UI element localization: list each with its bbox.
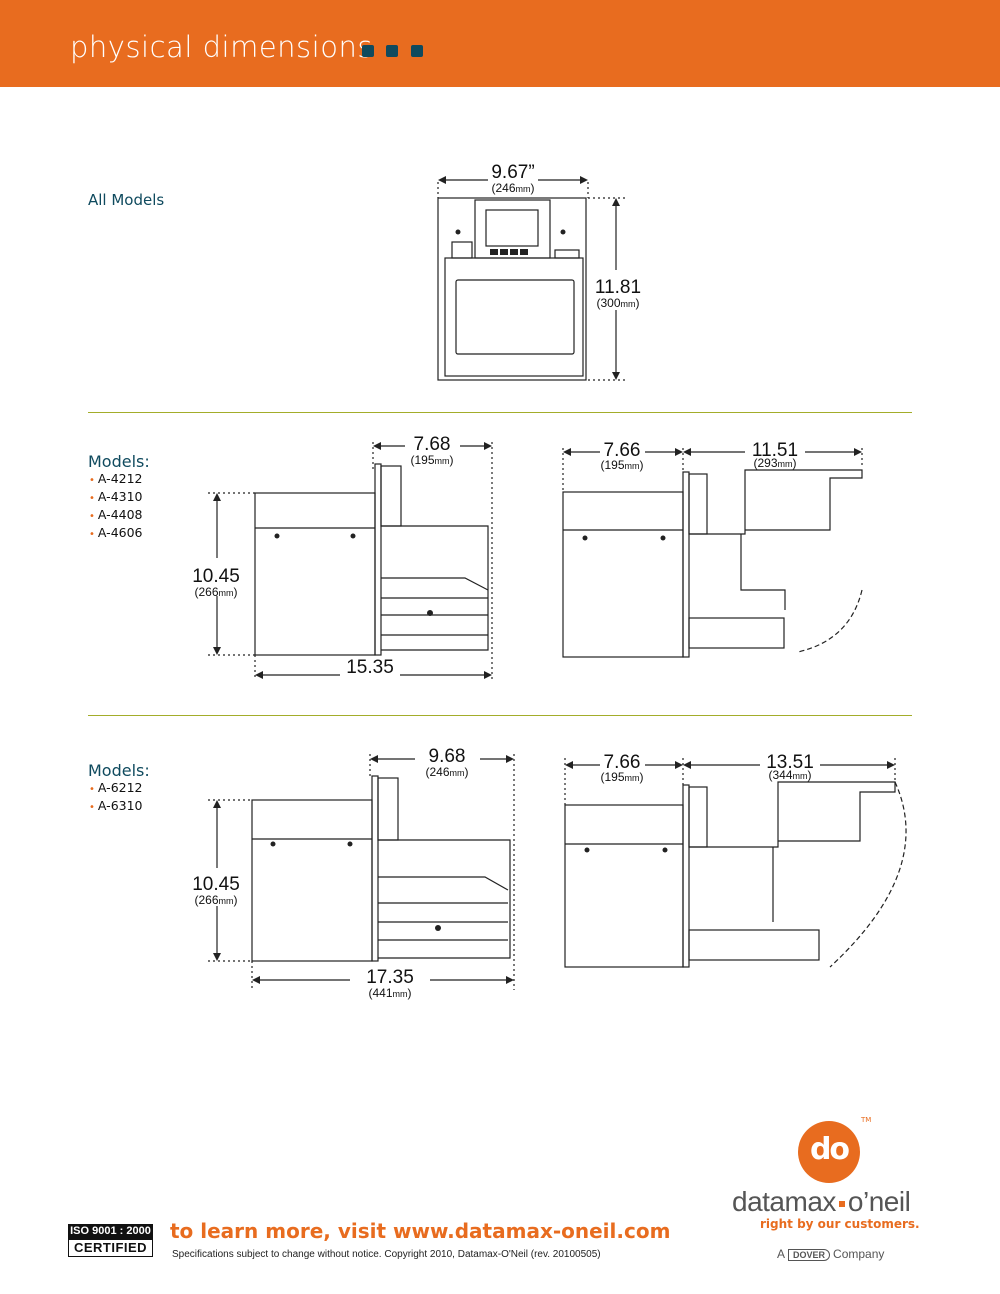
side-closed-drawing-a4: 7.68 (195mm) 10.45 (266mm) 15.35: [192, 434, 493, 680]
model-item: •A-6310: [89, 798, 143, 813]
decorative-square-icon: [362, 45, 374, 57]
a4-open-left-inches: 7.66: [604, 440, 641, 461]
a6-open-left-inches: 7.66: [604, 752, 641, 773]
model-item: •A-4408: [89, 507, 143, 522]
model-list: •A-4212 •A-4310 •A-4408 •A-4606: [89, 470, 143, 542]
datamax-logo-icon: do: [798, 1121, 860, 1183]
decorative-square-icon: [411, 45, 423, 57]
model-item: •A-4310: [89, 489, 143, 504]
brand-tagline: right by our customers.: [760, 1217, 920, 1231]
front-height-inches: 11.81: [595, 277, 641, 298]
side-closed-drawing-a6: 9.68 (246mm) 10.45 (266mm) 17.35 (441mm): [192, 746, 515, 1000]
trademark-mark: TM: [861, 1116, 872, 1124]
header-banner: physical dimensions: [0, 0, 1000, 87]
a6-height-inches: 10.45: [192, 874, 240, 895]
a6-depth-inches: 17.35: [366, 967, 414, 988]
a6-open-right-mm: (344mm): [768, 768, 811, 782]
front-height-mm: (300mm): [596, 296, 639, 310]
a4-top-inches: 7.68: [414, 434, 451, 455]
a6-top-mm: (246mm): [425, 765, 468, 779]
a4-height-inches: 10.45: [192, 566, 240, 587]
a4-open-right-inches: 11.51: [752, 440, 798, 461]
front-width-mm: (246mm): [491, 181, 534, 195]
a4-depth-inches: 15.35: [346, 657, 394, 678]
section-divider: [88, 715, 912, 716]
a6-top-inches: 9.68: [429, 746, 466, 767]
model-item: •A-4606: [89, 525, 143, 540]
dover-logo-icon: DOVER: [788, 1249, 831, 1261]
model-item: •A-6212: [89, 780, 143, 795]
a6-height-mm: (266mm): [194, 893, 237, 907]
model-item: •A-4212: [89, 471, 143, 486]
side-open-drawing-a6: 7.66 (195mm) 13.51 (344mm): [564, 752, 907, 968]
a4-height-mm: (266mm): [194, 585, 237, 599]
fine-print: Specifications subject to change without…: [172, 1249, 601, 1260]
a4-open-left-mm: (195mm): [600, 458, 643, 472]
a4-open-right-mm: (293mm): [753, 456, 796, 470]
decorative-square-icon: [386, 45, 398, 57]
section-divider: [88, 412, 912, 413]
a6-open-left-mm: (195mm): [600, 770, 643, 784]
a4-top-mm: (195mm): [410, 453, 453, 467]
front-width-inches: 9.67”: [491, 162, 534, 183]
model-list: •A-6212 •A-6310: [89, 779, 143, 815]
section-label-all-models: All Models: [88, 191, 165, 209]
side-open-drawing-a4: 7.66 (195mm) 11.51 (293mm): [562, 440, 863, 658]
models-heading: Models:: [88, 761, 150, 780]
page-title: physical dimensions: [70, 30, 373, 64]
a6-depth-mm: (441mm): [368, 986, 411, 1000]
iso-certified-badge: ISO 9001 : 2000 CERTIFIED: [68, 1224, 153, 1257]
front-view-drawing: 9.67” (246mm) 11.81 (300mm): [437, 162, 641, 381]
website-cta-link[interactable]: to learn more, visit www.datamax-oneil.c…: [170, 1219, 671, 1243]
models-heading: Models:: [88, 452, 150, 471]
a6-open-right-inches: 13.51: [766, 752, 814, 773]
